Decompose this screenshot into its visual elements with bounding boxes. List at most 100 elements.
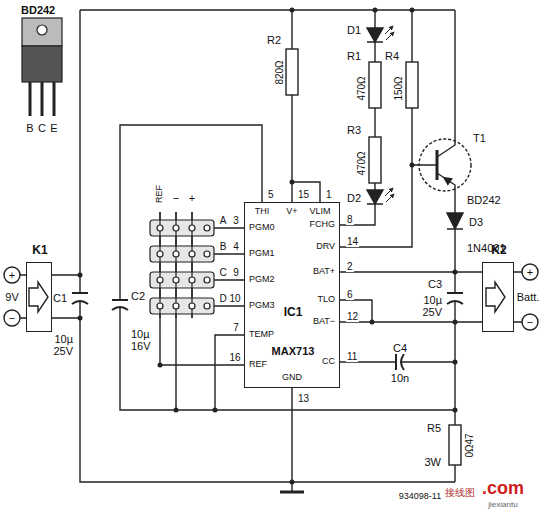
pin-name: PGM1 (248, 249, 276, 259)
value-label: 470Ω (355, 75, 366, 101)
part-label: C3 (427, 278, 443, 290)
node-label: K1 (32, 244, 47, 257)
junction-dot (213, 408, 218, 413)
transistor-symbol (419, 139, 471, 191)
pin-name: BAT+ (312, 267, 336, 277)
jumper-label: − (172, 192, 180, 204)
ic-box: IC1MAX713 (244, 202, 340, 388)
part-label: D2 (346, 192, 362, 204)
jumper-block (204, 251, 210, 257)
value-label: 0Ω47 (463, 432, 474, 458)
jumper-label: D (218, 293, 227, 304)
part-label: R2 (266, 34, 282, 46)
part-label: C1 (52, 292, 68, 304)
pin-number: 5 (267, 189, 275, 200)
junction-dot (174, 408, 179, 413)
diode-symbol (447, 213, 463, 229)
transistor-package (22, 46, 62, 82)
connector-block: K1 (26, 262, 52, 332)
junction-dot (290, 180, 295, 185)
jumper-block (189, 277, 195, 283)
jumper-block (150, 212, 214, 318)
transistor-symbol (419, 139, 471, 191)
pin-number: 7 (232, 322, 240, 333)
pin-name: PGM2 (248, 275, 276, 285)
pin-number: 2 (346, 261, 354, 272)
jumper-block (157, 277, 163, 283)
pin-name: VLIM (308, 207, 331, 217)
junction-dot (78, 8, 458, 485)
pin-number: 8 (346, 214, 354, 225)
value-label: 150Ω (392, 75, 403, 101)
junction-dot (78, 273, 83, 278)
junction-dot (373, 8, 378, 13)
value-label: 470Ω (355, 150, 366, 176)
ground-symbol (280, 491, 304, 494)
jumper-label: B (219, 241, 228, 252)
pin-name: REF (248, 360, 268, 370)
jumper-block (173, 303, 179, 309)
led-light-arrow (386, 32, 394, 40)
jumper-block (204, 277, 210, 283)
value-label: 3W (424, 456, 443, 468)
terminal (522, 314, 538, 330)
connector-arrow (29, 282, 48, 312)
value-label: 9V (4, 291, 19, 303)
pin-number: 3 (232, 215, 240, 226)
capacitor-symbol (447, 293, 463, 304)
jumper-block (160, 212, 192, 318)
junction-dot (290, 480, 295, 485)
transistor-symbol (436, 150, 439, 180)
terminal-sign: − (8, 312, 16, 324)
terminal-sign: + (8, 269, 16, 281)
part-label: R3 (346, 124, 362, 136)
pin-name: TEMP (248, 330, 275, 340)
pin-name: DRV (315, 242, 336, 252)
terminal-sign: + (526, 266, 534, 278)
part-label: D1 (346, 24, 362, 36)
capacitor-symbol (72, 293, 463, 370)
wire (120, 125, 455, 410)
pin-number: 9 (232, 267, 240, 278)
pin-name: GND (281, 373, 303, 383)
pin-name: PGM0 (248, 223, 276, 233)
ground-symbol (280, 491, 304, 494)
value-label: 820Ω (273, 59, 284, 85)
junction-dot (158, 363, 163, 368)
value-label: 10µ 16V (130, 328, 158, 352)
capacitor-symbol (72, 293, 88, 304)
pin-name: FCHG (309, 220, 337, 230)
pin-name: PGM3 (248, 301, 276, 311)
diode-symbol (367, 28, 463, 229)
pin-name: BAT− (312, 317, 336, 327)
junction-dot (453, 320, 458, 325)
led-light-arrow (385, 188, 393, 196)
transistor-package (37, 25, 47, 35)
drawing-number: 934098-11 (398, 492, 442, 502)
part-label: R5 (426, 422, 442, 434)
part-label: R1 (346, 50, 362, 62)
jumper-block (157, 225, 210, 309)
terminal (4, 267, 20, 283)
junction-dot (78, 316, 83, 321)
led-light-arrow (385, 26, 393, 34)
jumper-block (157, 251, 163, 257)
pin-letter: E (49, 122, 58, 134)
watermark: jiexiantu (487, 501, 518, 510)
node-label: K2 (491, 244, 506, 257)
capacitor-symbol (396, 354, 404, 370)
node-label: MAX713 (272, 345, 315, 357)
part-label: R4 (384, 50, 400, 62)
resistor-symbol (286, 49, 461, 465)
junction-dot (290, 8, 295, 13)
connector-arrow (486, 282, 505, 312)
transistor-package (30, 82, 54, 116)
watermark: 接线图 (444, 487, 476, 498)
pin-number: 14 (346, 236, 359, 247)
jumper-block (189, 251, 195, 257)
pin-number: 15 (297, 189, 310, 200)
terminal (4, 310, 20, 326)
junction-dot (370, 320, 375, 325)
wire (19, 10, 523, 492)
pin-number: 16 (228, 352, 241, 363)
